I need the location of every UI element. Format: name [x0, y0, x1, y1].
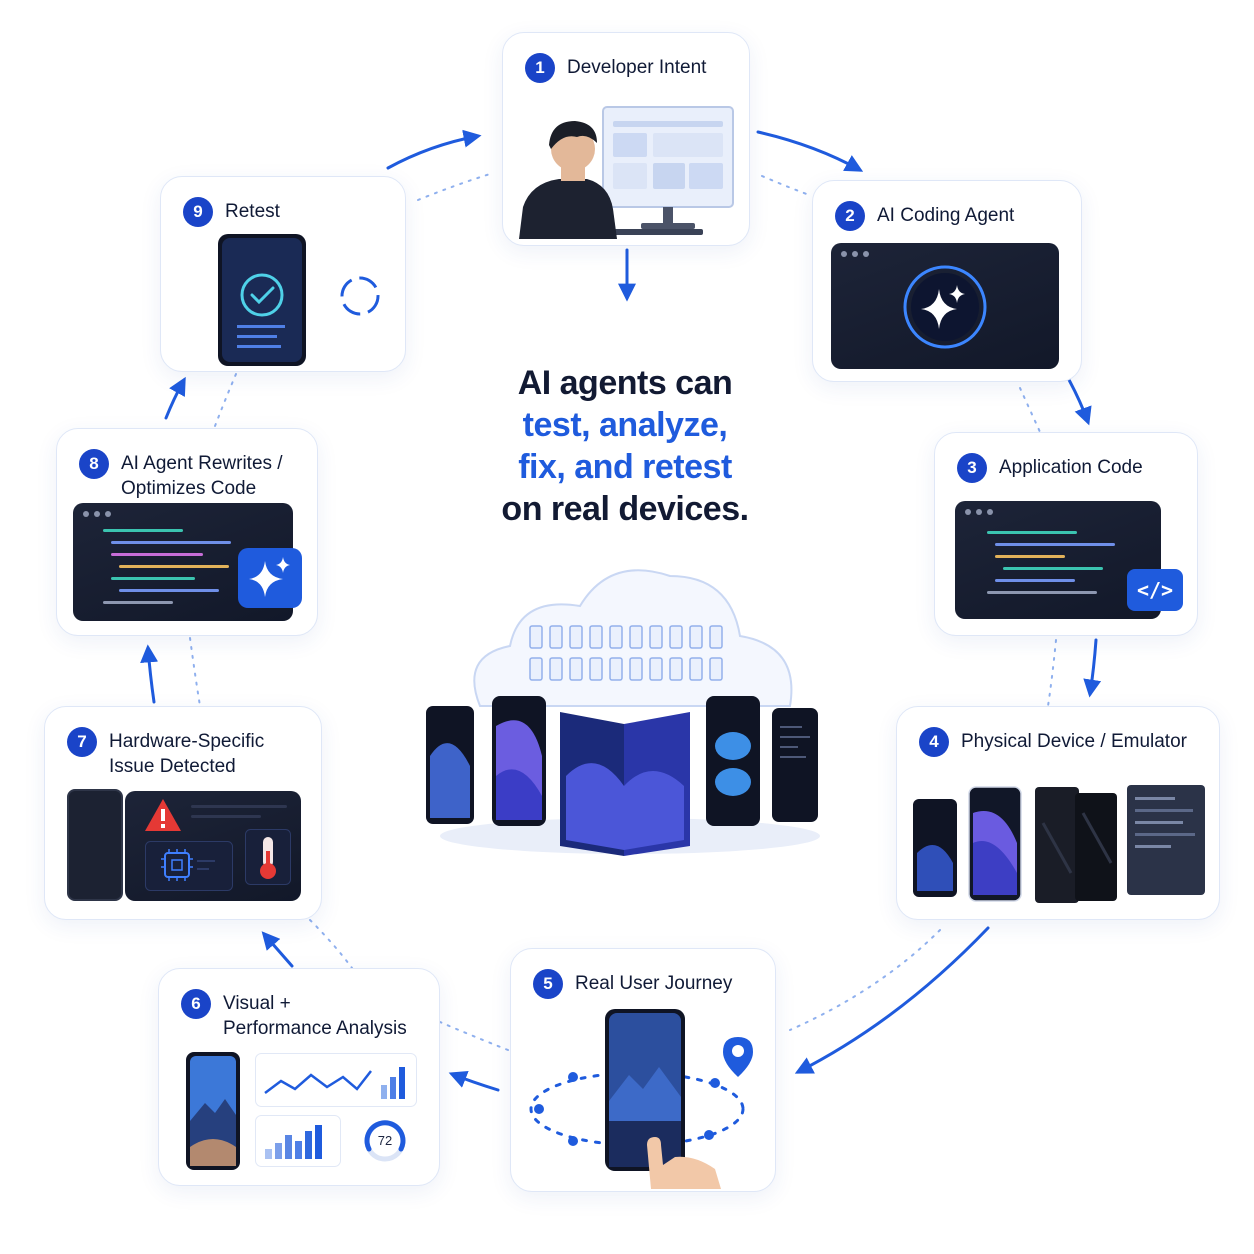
arrow-4-to-5: [794, 926, 990, 1074]
cloud-server-icon: [426, 569, 820, 856]
step-number-badge: 7: [67, 727, 97, 757]
step-label: Developer Intent: [567, 57, 707, 78]
step-card-7: 7 Hardware-Specific Issue Detected: [44, 706, 322, 920]
dotted-ring-8: [214, 373, 237, 427]
step-card-9: 9 Retest: [160, 176, 406, 372]
step-card-6: 6 Visual + Performance Analysis 72: [158, 968, 440, 1186]
bar-chart-icon: [255, 1115, 341, 1167]
headline-line-4: on real devices.: [501, 490, 749, 528]
headline-line-3: fix, and retest: [518, 448, 732, 486]
dotted-ring-3: [1047, 639, 1057, 707]
step-label: Hardware-Specific Issue Detected: [109, 731, 265, 777]
dotted-ring-6: [309, 919, 353, 969]
device-frame: [67, 789, 123, 901]
analysis-phone: [186, 1052, 240, 1170]
step-card-3: 3 Application Code </>: [934, 432, 1198, 636]
step-label: Visual + Performance Analysis: [223, 993, 407, 1039]
step-number-badge: 6: [181, 989, 211, 1019]
line-chart-icon: [255, 1053, 417, 1107]
step-label: AI Coding Agent: [877, 205, 1015, 226]
arrow-8-to-9: [164, 376, 186, 420]
gauge-icon: [364, 1120, 406, 1162]
step-card-2: 2 AI Coding Agent: [812, 180, 1082, 382]
step-label: Physical Device / Emulator: [961, 731, 1187, 752]
step-label: Application Code: [999, 457, 1143, 478]
step-number-badge: 9: [183, 197, 213, 227]
code-editor-panel: [955, 501, 1161, 619]
arrow-9-to-1: [386, 129, 482, 170]
headline-line-1: AI agents can: [517, 364, 733, 402]
ai-sparkle-icon: [238, 548, 302, 608]
step-label: AI Agent Rewrites / Optimizes Code: [121, 453, 283, 499]
ai-agent-panel: [831, 243, 1059, 369]
dotted-ring-1: [761, 175, 813, 197]
retest-phone: [218, 234, 306, 366]
refresh-cycle-icon: [340, 276, 380, 316]
step-number-badge: 3: [957, 453, 987, 483]
chip-icon: [145, 841, 233, 891]
step-number-badge: 5: [533, 969, 563, 999]
code-brackets-icon: </>: [1127, 569, 1183, 611]
location-pin-icon: [723, 1037, 753, 1077]
device-lineup-illustration: [913, 785, 1205, 903]
warning-icon: [145, 799, 181, 831]
arrow-7-to-8: [140, 644, 159, 704]
arrow-2-to-3: [1066, 376, 1092, 426]
step-card-4: 4 Physical Device / Emulator: [896, 706, 1220, 920]
step-number-badge: 1: [525, 53, 555, 83]
step-card-5: 5 Real User Journey: [510, 948, 776, 1192]
headline: AI agents can test, analyze, fix, and re…: [440, 362, 810, 530]
step-card-8: 8 AI Agent Rewrites / Optimizes Code: [56, 428, 318, 636]
dotted-ring-4: [789, 929, 941, 1031]
gauge-value: 72: [377, 1133, 393, 1148]
step-card-1: 1 Developer Intent: [502, 32, 750, 246]
step-number-badge: 8: [79, 449, 109, 479]
arrow-6-to-7: [261, 931, 294, 968]
check-circle-icon: [240, 273, 284, 317]
ai-sparkle-icon: [903, 265, 987, 349]
user-journey-illustration: [529, 1009, 745, 1189]
step-number-badge: 2: [835, 201, 865, 231]
dotted-ring-9: [417, 173, 491, 201]
dotted-ring-7: [189, 637, 201, 707]
developer-at-monitor-illustration: [519, 106, 734, 239]
arrow-5-to-6: [448, 1070, 500, 1092]
thermometer-icon: [245, 829, 291, 885]
touch-hand-icon: [647, 1137, 721, 1189]
arrow-3-to-4: [1083, 638, 1102, 698]
headline-line-2: test, analyze,: [522, 406, 728, 444]
step-number-badge: 4: [919, 727, 949, 757]
dotted-ring-2: [1019, 387, 1041, 433]
dotted-ring-5: [439, 1021, 509, 1051]
arrow-1-to-2: [756, 130, 864, 172]
step-label: Retest: [225, 201, 280, 222]
step-label: Real User Journey: [575, 973, 733, 994]
